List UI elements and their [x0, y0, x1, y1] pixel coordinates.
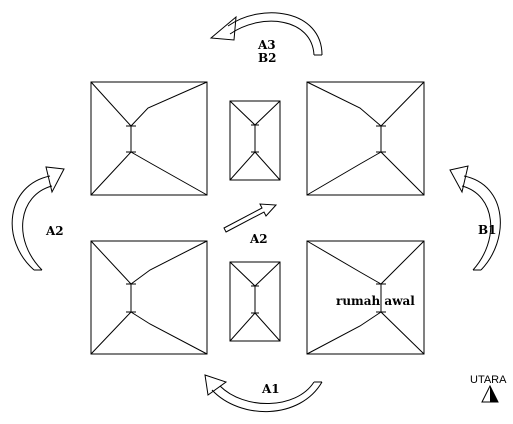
curved-arrow-icon-top — [209, 12, 323, 56]
building-top-right — [306, 81, 425, 196]
north-arrow-icon — [481, 384, 499, 403]
building-bottom-left — [90, 240, 208, 355]
building-top-left — [90, 81, 208, 196]
curved-arrow-icon-right — [449, 165, 501, 271]
label-center: A2 — [249, 232, 268, 246]
building-bottom-middle — [229, 261, 281, 342]
label-bottom: A1 — [261, 382, 280, 396]
label-right: B1 — [478, 223, 497, 237]
label-house: rumah awal — [336, 294, 415, 308]
label-top-line1: A3 — [257, 38, 276, 52]
label-north: UTARA — [470, 374, 507, 386]
straight-arrow-icon-center — [223, 203, 278, 233]
curved-arrow-icon-left — [11, 166, 65, 271]
label-top-line2: B2 — [258, 51, 277, 65]
building-top-middle — [229, 100, 281, 181]
curved-arrow-icon-bottom — [204, 374, 323, 413]
label-left: A2 — [45, 224, 64, 238]
building-bottom-right — [306, 240, 425, 355]
